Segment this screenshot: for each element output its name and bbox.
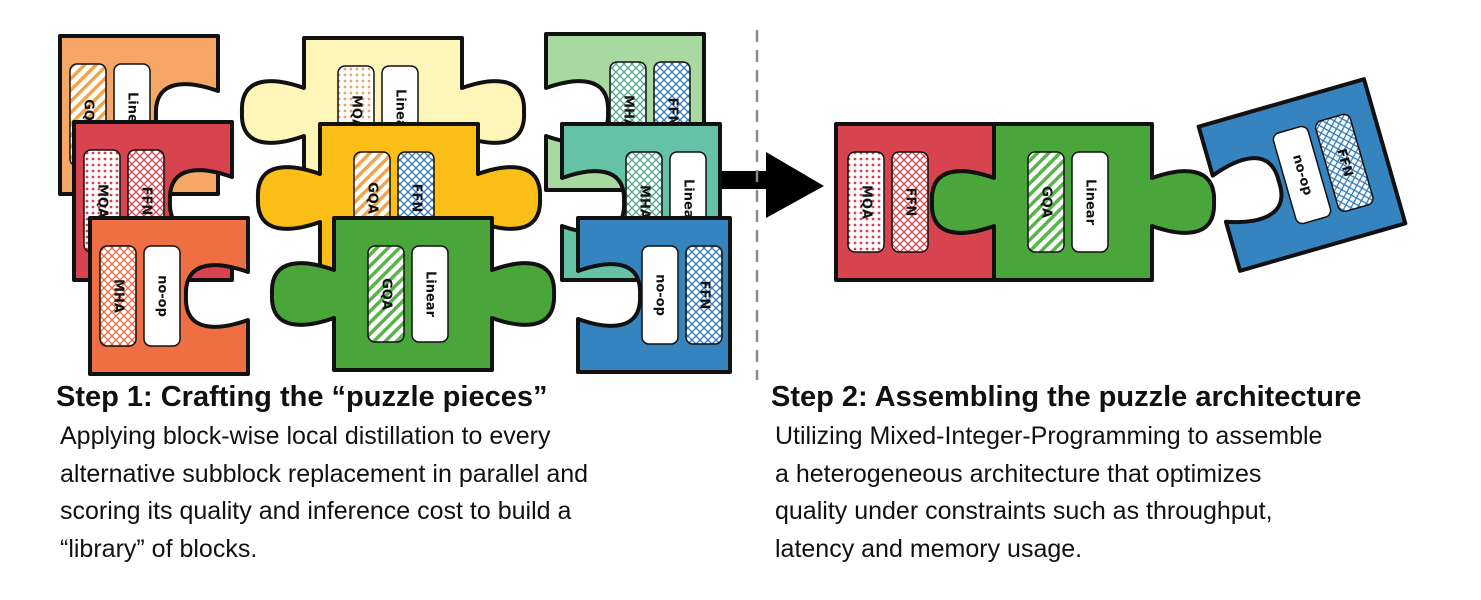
step1-line: alternative subblock replacement in para… [60,459,589,488]
library-2-mqa-label: MQA [95,184,110,218]
library-3-mha-label: MHA [111,279,126,313]
library-6-puzzle-piece: GQA Linear [269,216,557,372]
library-9-ffn-slot [685,245,723,345]
assembled-2-gqa-slot [1027,151,1065,253]
assembled-3-no-op-slot [1272,125,1332,225]
arrow-head [766,152,824,218]
library-8-linear-label: Linear [681,179,696,226]
step1-description: Applying block-wise local distillation t… [56,418,588,568]
library-5-ffn-label: FFN [409,184,424,213]
step2-line: a heterogeneous architecture that optimi… [775,459,1262,488]
step2-line: Utilizing Mixed-Integer-Programming to a… [775,422,1323,450]
step1-line: “library” of blocks. [60,534,258,563]
step2-text: Step 2: Assembling the puzzle architectu… [771,380,1361,568]
assembled-1-ffn-slot [891,151,929,253]
step2-heading: Step 2: Assembling the puzzle architectu… [771,381,1362,413]
library-8-mha-label: MHA [637,185,652,219]
library-9-no-op-slot [641,245,679,345]
step2-description: Utilizing Mixed-Integer-Programming to a… [771,418,1361,568]
assembled-3-ffn-slot [1314,113,1374,213]
library-3-puzzle-piece: MHA no-op [88,216,250,376]
step1-line: Applying block-wise local distillation t… [60,422,551,450]
assembled-1-mqa-label: MQA [859,185,874,219]
library-9-ffn-label: FFN [697,281,712,310]
library-2-ffn-label: FFN [139,187,154,216]
assembled-2-gqa-label: GQA [1039,186,1054,218]
library-3-mha-slot [99,245,137,347]
library-4-mqa-label: MQA [349,95,364,129]
assembled-1-mqa-slot [847,151,885,253]
assembled-1-ffn-label: FFN [903,188,918,217]
step1-heading: Step 1: Crafting the “puzzle pieces” [56,381,548,413]
library-3-no-op-slot [143,245,181,347]
library-3-no-op-label: no-op [155,275,170,317]
library-6-gqa-slot [367,245,405,343]
library-5-gqa-label: GQA [365,182,380,214]
step1-text: Step 1: Crafting the “puzzle pieces” App… [56,380,588,568]
assembled-2-linear-slot [1071,151,1109,253]
library-7-mha-label: MHA [621,95,636,129]
library-7-ffn-label: FFN [665,98,680,127]
library-6-linear-slot [411,245,449,343]
assembled-2-puzzle-piece: GQA Linear [929,122,1217,282]
step1-line: scoring its quality and inference cost t… [60,497,572,525]
library-9-no-op-label: no-op [653,274,668,316]
assembled-2-linear-label: Linear [1083,179,1098,226]
step2-line: latency and memory usage. [775,534,1083,563]
library-6-linear-label: Linear [423,271,438,318]
library-6-gqa-label: GQA [379,278,394,310]
library-9-puzzle-piece: no-op FFN [576,216,732,374]
step2-line: quality under constraints such as throug… [775,497,1273,525]
